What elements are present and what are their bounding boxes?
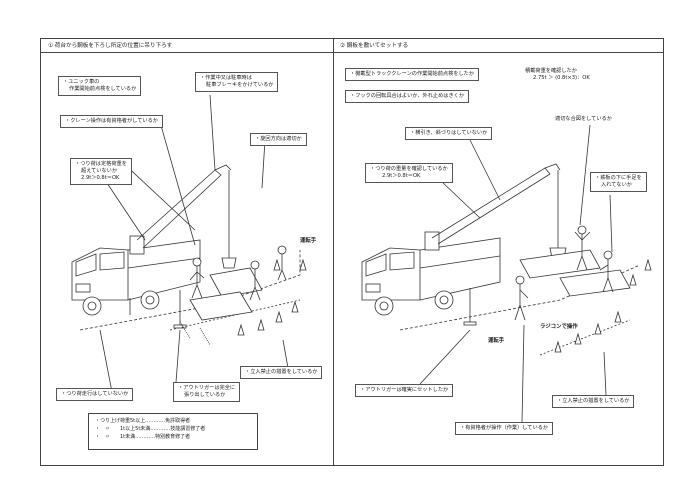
note-hook-check: ・フックの回転具合はよいか、外れ止めはきくか [345, 90, 470, 103]
note-line: 超えていないか [81, 168, 118, 174]
note-line: 作業開始前点検をしているか [69, 86, 137, 92]
sheet-frame [40, 38, 664, 466]
remote-control-label: ラジコンで操作 [540, 324, 578, 330]
note-line: 2.9t＞0.8t＝OK [382, 173, 421, 179]
note-line: 入れてないか [601, 182, 632, 188]
note-signal: 適切な合図をしているか [555, 116, 612, 122]
note-line: ・つり荷は定格荷重を [75, 161, 127, 167]
note-parking-brake: ・作業中又は駐車時は 駐車ブレーキをかけているか [195, 72, 279, 92]
panel-divider [333, 38, 334, 466]
legend-line: ・ 〃 1t以上5t未満…………技能講習修了者 [95, 426, 206, 432]
note-line: ・アウトリガーは完全に [178, 385, 236, 391]
note-line: 2.9t＞0.8t＝OK [81, 175, 120, 181]
note-line: ・鉄板の下に手足を [595, 175, 642, 181]
note-unic-check: ・ユニック車の 作業開始前点検をしているか [58, 76, 142, 96]
note-outrigger-set: ・アウトリガーは確実にセットしたか [355, 384, 454, 397]
note-line: 張り出しているか [184, 392, 226, 398]
note-machine-check: ・機載型トラッククレーンの作業開始前点検をしたか [345, 68, 480, 81]
note-line: 2.75t ＞ (0.8t×3)：OK [533, 75, 590, 81]
header-rule [40, 52, 664, 53]
note-hands-under-plate: ・鉄板の下に手足を 入れてないか [590, 172, 647, 192]
note-load-check: ・つり荷は定格荷重を 超えていないか 2.9t＞0.8t＝OK [70, 158, 132, 185]
note-no-entry-left: ・立入禁止の措置をしているか [240, 366, 323, 379]
note-qualified-operator: ・有資格者が操作（作業）しているか [455, 422, 554, 435]
note-crane-operator: ・クレーン操作は有資格者がしているか [60, 115, 163, 128]
note-line: 駐車ブレーキをかけているか [206, 82, 274, 88]
legend-line: ・ 〃 1t未満…………特別教育修了者 [95, 434, 191, 440]
right-driver-label: 運転手 [488, 338, 505, 344]
qualification-legend: ・つり上げ荷重5t以上…………免許取得者 ・ 〃 1t以上5t未満…………技能講… [88, 413, 258, 450]
note-line: 積載荷重を確認したか [525, 68, 577, 74]
note-no-entry-right: ・立入禁止の措置をしているか [552, 395, 635, 408]
note-rated-load: 積載荷重を確認したか 2.75t ＞ (0.8t×3)：OK [525, 68, 590, 82]
note-line: ・ユニック車の [63, 79, 100, 85]
right-panel-header: ② 鋼板を敷いてセットする [340, 43, 409, 49]
legend-line: ・つり上げ荷重5t以上…………免許取得者 [95, 418, 191, 424]
note-no-travel: ・つり荷走行はしていないか [56, 388, 134, 401]
note-outrigger-extended: ・アウトリガーは完全に 張り出しているか [173, 382, 241, 402]
note-weight-check: ・つり荷の重量を確認しているか 2.9t＞0.8t＝OK [365, 163, 453, 183]
note-no-side-pull: ・横引き、斜づりはしていないか [405, 127, 493, 140]
note-turn-direction: ・旋回方向は適切か [250, 133, 307, 146]
left-panel-header: ① 荷台から鋼板を下ろし所定の位置に吊り下ろす [48, 43, 173, 49]
left-driver-label: 運転手 [300, 238, 317, 244]
note-line: ・作業中又は駐車時は [200, 75, 252, 81]
note-line: ・つり荷の重量を確認しているか [370, 166, 448, 172]
